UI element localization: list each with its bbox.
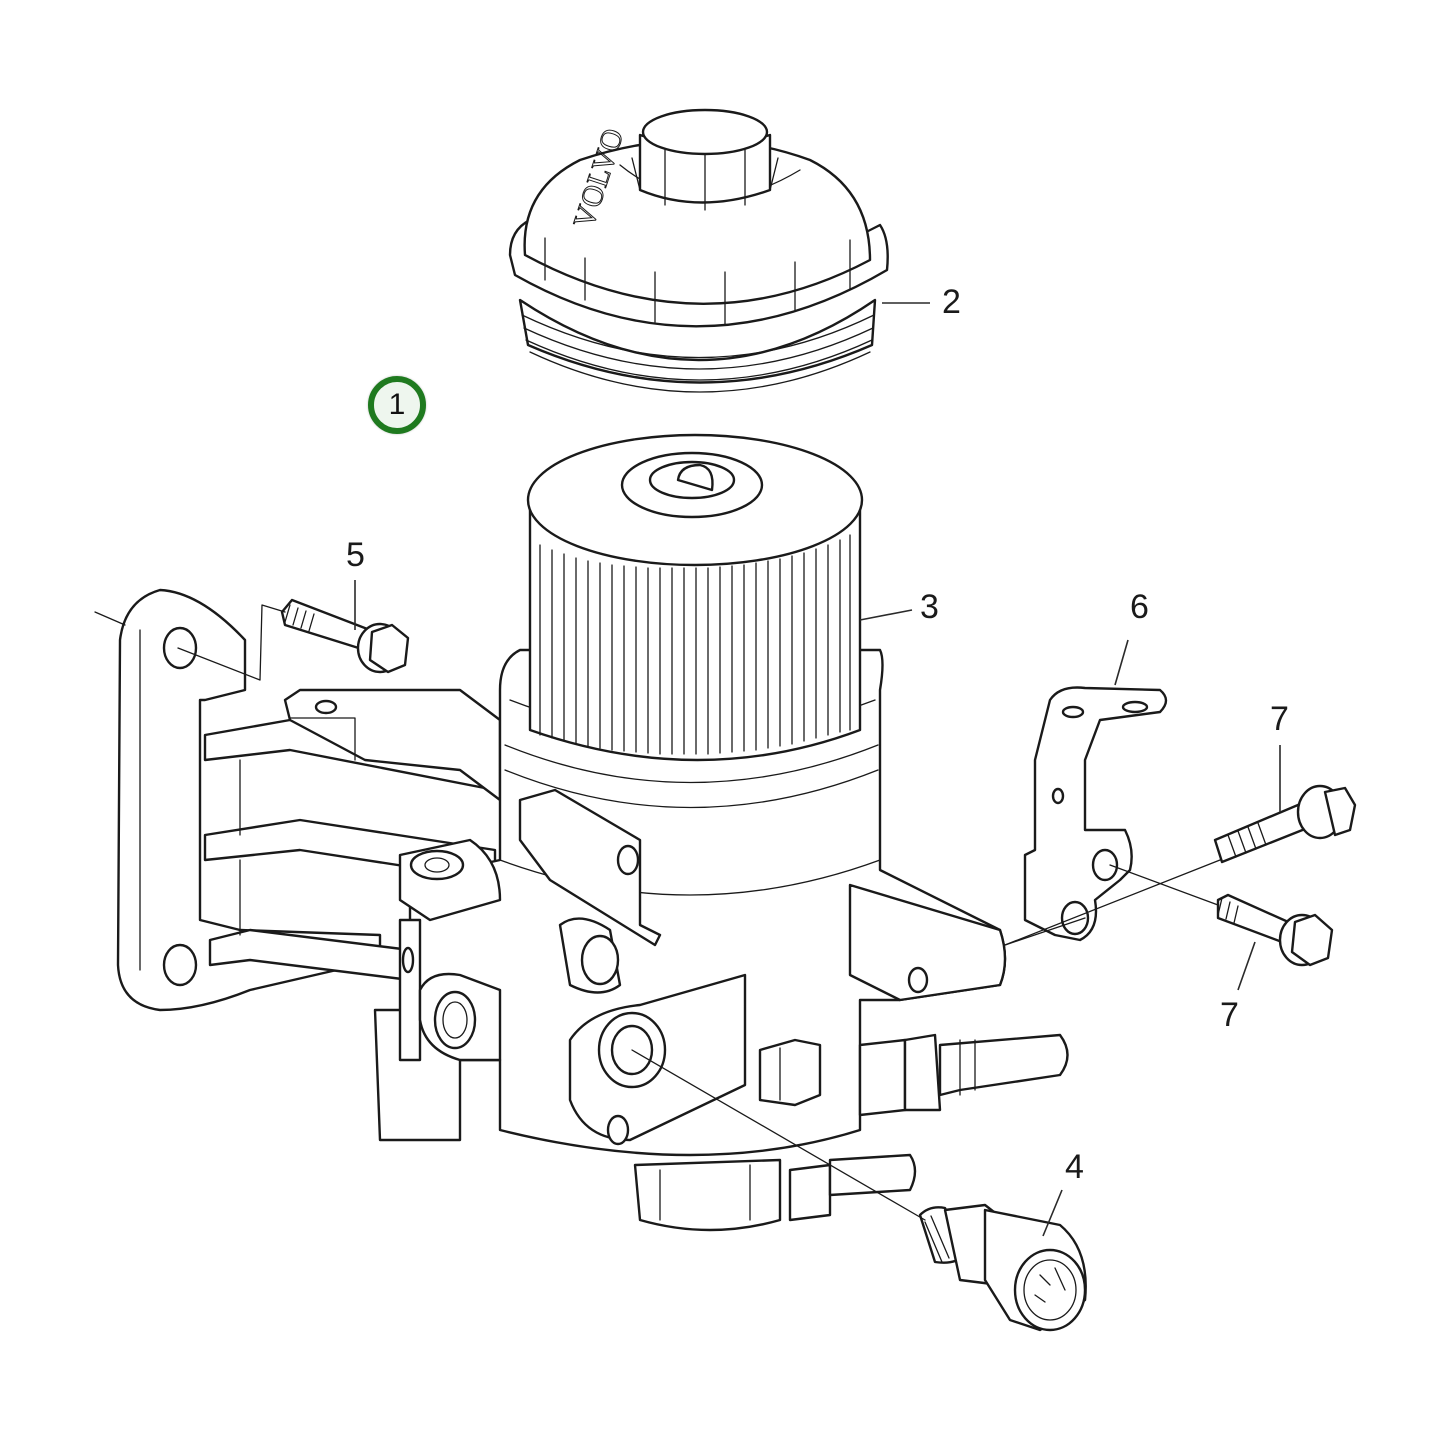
leaders — [354, 302, 1281, 1237]
assembly-badge-1[interactable]: 1 — [368, 376, 426, 434]
callout-4: 4 — [1065, 1148, 1084, 1186]
sensor-4 — [918, 1203, 1087, 1332]
bracket-6 — [1023, 686, 1168, 942]
bolt-7-lower — [1216, 893, 1334, 967]
bolt-5 — [280, 598, 410, 674]
filter-element — [526, 433, 864, 762]
callout-6: 6 — [1130, 588, 1149, 626]
alignment-lines — [94, 604, 1221, 1221]
callout-7-upper: 7 — [1270, 700, 1289, 738]
callout-5: 5 — [346, 536, 365, 574]
filter-cap: VOLVO — [508, 108, 889, 393]
callout-7-lower: 7 — [1220, 996, 1239, 1034]
bolt-7-upper — [1213, 784, 1357, 864]
callout-2: 2 — [942, 283, 961, 321]
callout-3: 3 — [920, 588, 939, 626]
filter-housing — [116, 588, 1069, 1232]
